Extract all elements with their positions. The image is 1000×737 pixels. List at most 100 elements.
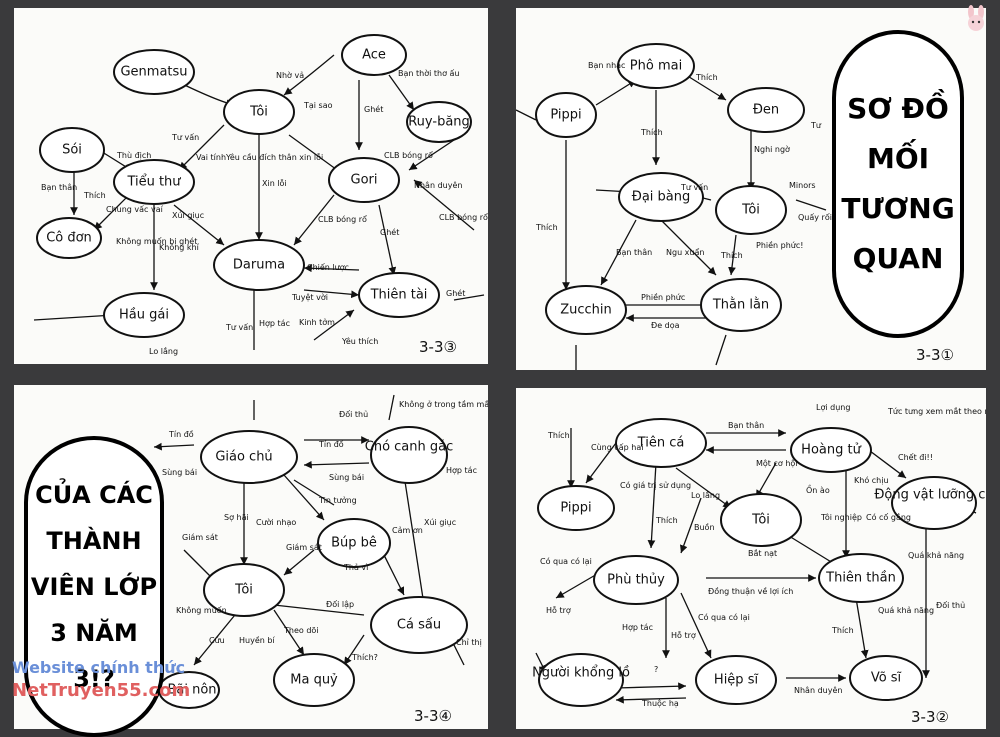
svg-text:Tức tưng xem mắt theo nhóm: Tức tưng xem mắt theo nhóm <box>887 406 986 416</box>
svg-text:Ma quỷ: Ma quỷ <box>290 673 338 688</box>
node-nguoi-khong-lo: Người khổng lồ <box>532 653 630 707</box>
svg-text:Thuộc hạ: Thuộc hạ <box>641 698 679 709</box>
bubble-2-line: CỦA CÁC <box>35 480 153 509</box>
node-bai-non: Bãi nôn <box>158 671 220 709</box>
svg-text:Bạn nhạc: Bạn nhạc <box>588 61 625 71</box>
panel-3-labels: Đối thủ Không ở trong tầm mắt Tín đồ Tín… <box>162 399 488 662</box>
svg-text:Chung vấc vaí: Chung vấc vaí <box>106 204 164 214</box>
svg-text:Tư: Tư <box>810 121 822 130</box>
node-hoang-tu: Hoàng tử <box>790 427 872 473</box>
node-thien-tai: Thiên tài <box>358 272 440 318</box>
svg-text:Chó canh gác: Chó canh gác <box>365 440 454 455</box>
svg-text:Ruy-băng: Ruy-băng <box>408 115 470 130</box>
node-phu-thuy: Phù thủy <box>593 555 679 605</box>
svg-text:Thích: Thích <box>535 223 558 232</box>
svg-text:Tư vấn: Tư vấn <box>680 182 708 192</box>
panel-4-labels: Thích Cùng cấp hai Bạn thân Lợi dụng Tức… <box>540 403 986 709</box>
node-gori: Gori <box>328 157 400 203</box>
node-ace: Ace <box>341 34 407 76</box>
svg-text:Tại sao: Tại sao <box>303 101 333 111</box>
node-toi-3: Tôi <box>203 563 285 617</box>
svg-text:Ghét: Ghét <box>446 288 465 298</box>
svg-text:Không muốn bị ghét: Không muốn bị ghét <box>116 236 197 247</box>
svg-text:Tiên cá: Tiên cá <box>637 436 685 451</box>
svg-text:Thích: Thích <box>655 516 678 525</box>
svg-text:Bạn thân: Bạn thân <box>728 421 764 431</box>
bubble-2-line: THÀNH <box>46 526 142 555</box>
panel-1-page-number: 3-3③ <box>419 338 457 356</box>
svg-text:Hỗ trợ: Hỗ trợ <box>671 630 696 640</box>
svg-text:Phù thủy: Phù thủy <box>607 573 665 588</box>
svg-text:Tôi: Tôi <box>741 203 760 218</box>
node-den: Đen <box>727 87 805 133</box>
node-tien-ca: Tiên cá <box>615 418 707 468</box>
svg-text:Ace: Ace <box>362 48 386 63</box>
svg-text:Giáo chủ: Giáo chủ <box>215 450 272 465</box>
panel-1-labels: Nhờ vả Tại sao Ghét Bạn thời thơ ấu Tư v… <box>41 68 488 356</box>
svg-text:Thích: Thích <box>831 626 854 635</box>
bubble-1-line: MỐI <box>866 142 930 175</box>
svg-text:Có qua có lại: Có qua có lại <box>698 612 750 623</box>
svg-text:Sợ hãi: Sợ hãi <box>224 513 249 522</box>
node-toi: Tôi <box>223 89 295 135</box>
node-pho-mai: Phô mai <box>617 43 695 89</box>
panel-2-svg: Phô mai Pippi Đen Đại bàng Tôi Zucchin T… <box>516 43 954 370</box>
svg-text:Sói: Sói <box>62 143 82 158</box>
bubble-1-line: TƯƠNG <box>841 192 955 225</box>
svg-text:Nhân duyên: Nhân duyên <box>794 685 842 695</box>
node-pippi-2: Pippi <box>537 485 615 531</box>
svg-text:Bãi nôn: Bãi nôn <box>167 683 216 698</box>
panel-3-svg: Giáo chủ Chó canh gác Búp bê Tôi Cá sấu … <box>153 394 488 725</box>
bubble-2-line: 3!? <box>73 664 115 693</box>
svg-text:Chết đi!!: Chết đi!! <box>898 452 933 462</box>
panel-4-svg: Tiên cá Hoàng tử Pippi Tôi Động vật lưỡn… <box>532 403 986 726</box>
svg-text:Có qua có lại: Có qua có lại <box>540 556 592 567</box>
svg-text:Thích: Thích <box>83 191 106 200</box>
svg-text:Hợp tác: Hợp tác <box>622 623 653 632</box>
svg-text:Zucchin: Zucchin <box>560 303 612 318</box>
svg-text:Tuyệt vời: Tuyệt vời <box>291 292 328 302</box>
node-dong-vat-luong-cu: Động vật lưỡng cư <box>874 476 986 530</box>
svg-text:Genmatsu: Genmatsu <box>120 65 187 80</box>
svg-text:Bạn thân: Bạn thân <box>41 183 77 193</box>
svg-text:Võ sĩ: Võ sĩ <box>871 671 902 686</box>
panel-2-page-number: 3-3① <box>916 346 954 364</box>
title-bubble-2: CỦA CÁC THÀNH VIÊN LỚP 3 NĂM 3!? <box>24 436 164 737</box>
svg-text:Đối thủ: Đối thủ <box>936 600 965 610</box>
svg-text:Xúi giục: Xúi giục <box>424 518 456 528</box>
svg-text:Tôi: Tôi <box>234 583 253 598</box>
svg-text:Đối thủ: Đối thủ <box>339 409 368 419</box>
svg-text:Tôi nghiệp: Tôi nghiệp <box>820 512 862 522</box>
svg-text:?: ? <box>654 665 658 674</box>
panel-2-labels: Bạn nhạc Thích Thích Tư Nghi ngờ Tư vấn … <box>535 61 832 330</box>
svg-text:Xin lỗi: Xin lỗi <box>262 178 287 188</box>
bubble-1-line: SƠ ĐỒ <box>847 92 949 125</box>
node-vo-si: Võ sĩ <box>849 655 923 701</box>
svg-text:Khó chịu: Khó chịu <box>854 475 889 486</box>
svg-text:Thiên thần: Thiên thần <box>825 571 896 586</box>
svg-text:CLB bóng rổ: CLB bóng rổ <box>384 150 433 160</box>
svg-text:Minors: Minors <box>789 181 816 190</box>
svg-text:Hiệp sĩ: Hiệp sĩ <box>714 673 759 688</box>
svg-text:Phô mai: Phô mai <box>630 59 682 74</box>
svg-text:Ghét: Ghét <box>364 104 383 114</box>
node-ruy-bang: Ruy-băng <box>406 101 472 143</box>
svg-text:Buồn: Buồn <box>694 522 715 532</box>
svg-text:Lo lắng: Lo lắng <box>691 490 720 500</box>
svg-text:Kinh tởm: Kinh tởm <box>299 317 335 327</box>
svg-text:Một cơ hội: Một cơ hội <box>756 458 798 468</box>
node-pippi: Pippi <box>535 92 597 138</box>
node-dai-bang: Đại bàng <box>618 172 704 222</box>
node-hau-gai: Hầu gái <box>103 292 185 338</box>
node-hiep-si: Hiệp sĩ <box>695 655 777 705</box>
svg-text:Nghi ngờ: Nghi ngờ <box>754 144 790 154</box>
svg-text:Nhờ vả: Nhờ vả <box>276 70 304 80</box>
svg-text:Daruma: Daruma <box>233 258 285 273</box>
node-ca-sau: Cá sấu <box>370 596 468 654</box>
svg-text:Thả vì: Thả vì <box>343 562 368 572</box>
svg-text:Cứu: Cứu <box>209 636 225 645</box>
svg-text:Búp bê: Búp bê <box>331 536 377 551</box>
svg-text:Tôi: Tôi <box>249 105 268 120</box>
svg-text:Người khổng lồ: Người khổng lồ <box>532 666 630 681</box>
bunny-logo-icon <box>968 5 984 31</box>
